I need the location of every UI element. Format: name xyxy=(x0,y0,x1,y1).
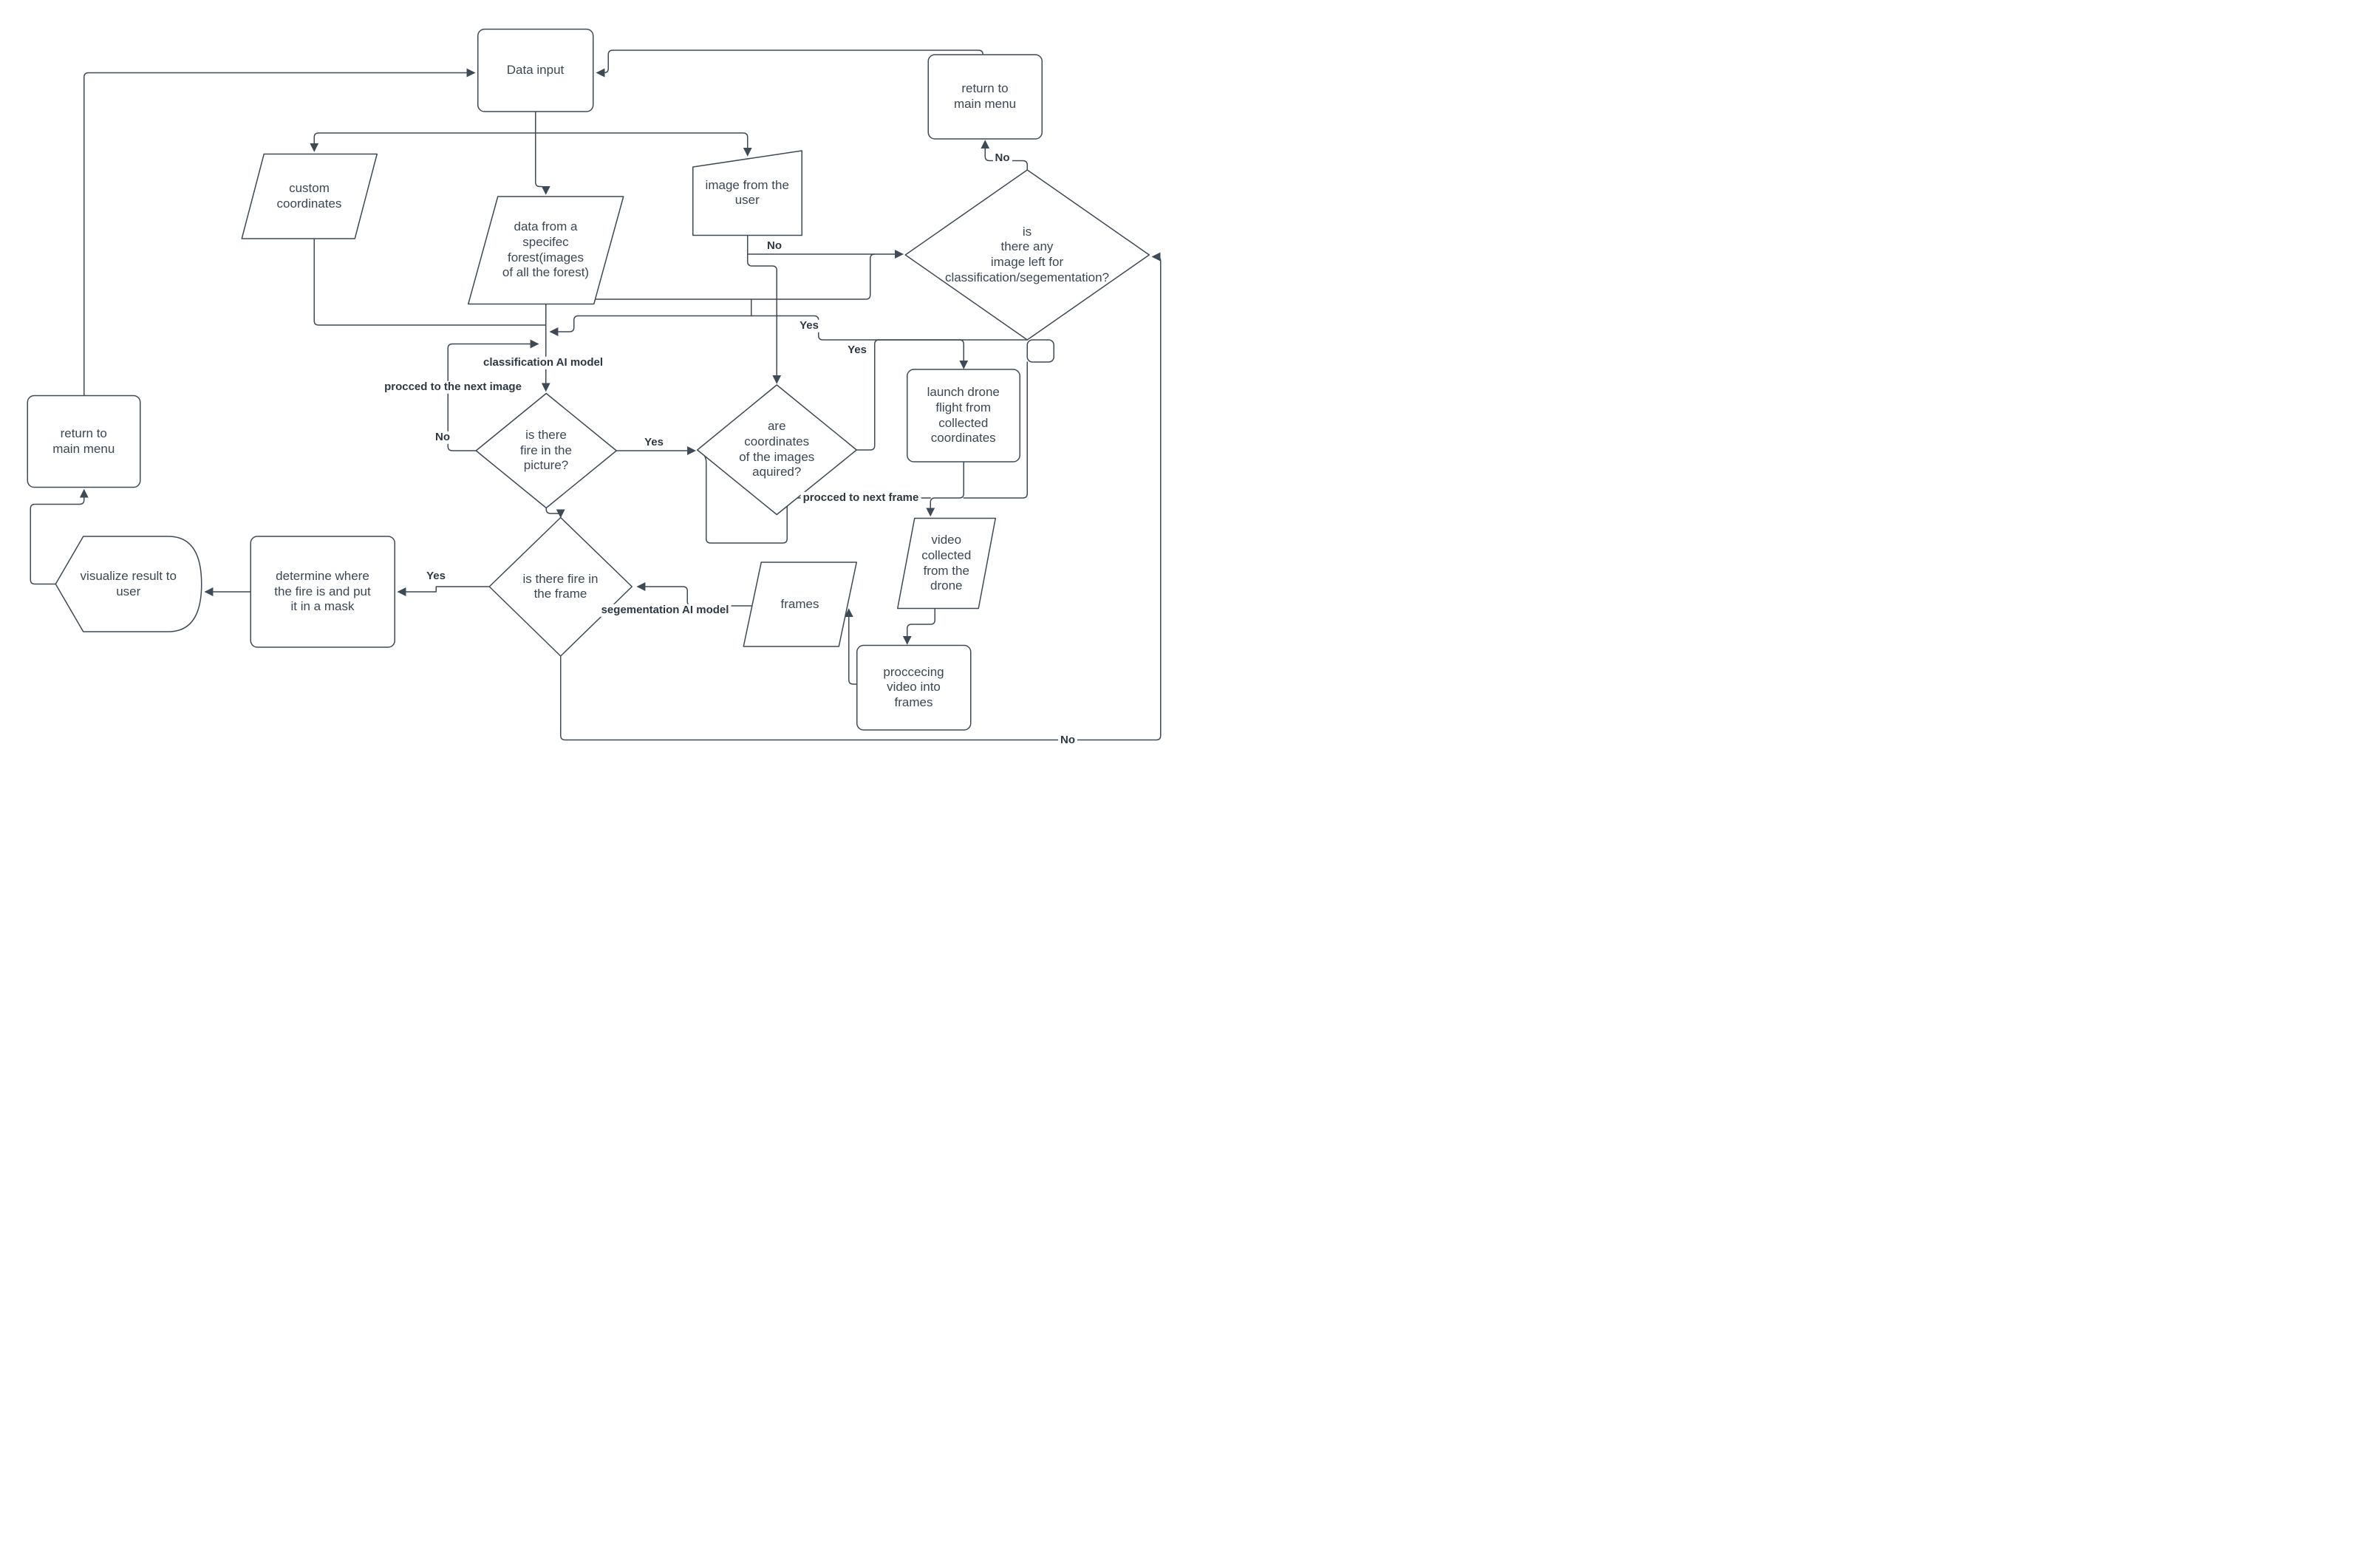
node-data-forest[interactable]: data from a specifec forest(images of al… xyxy=(502,219,590,280)
shape-custom-coordinates[interactable] xyxy=(241,153,378,239)
connector-are-yes-to-launch xyxy=(856,339,969,451)
edge-label-no-loop: No xyxy=(433,431,452,444)
node-custom-coordinates[interactable]: custom coordinates xyxy=(276,181,342,211)
connector-fire-frame-yes-to-determine xyxy=(397,586,490,596)
shape-are-coordinates-diamond[interactable] xyxy=(697,384,857,516)
node-proccecing-video[interactable]: proccecing video into frames xyxy=(883,664,944,710)
connector-return-top-to-data-input xyxy=(596,50,983,78)
connector-user-to-are-coordinates xyxy=(747,253,782,384)
shape-big-question-diamond[interactable] xyxy=(904,169,1150,341)
edge-label-no-left: No xyxy=(765,239,784,253)
node-are-coordinates[interactable]: are coordinates of the images aquired? xyxy=(739,419,815,479)
shape-determine-mask[interactable] xyxy=(250,536,395,648)
shape-image-user[interactable] xyxy=(692,150,802,236)
node-visualize-result[interactable]: visualize result to user xyxy=(80,568,177,598)
edge-label-yes-launch: Yes xyxy=(845,344,869,357)
node-launch-drone[interactable]: launch drone flight from collected coord… xyxy=(927,385,1000,446)
edge-label-yes-frame: Yes xyxy=(424,570,448,583)
shape-video-collected[interactable] xyxy=(897,517,996,610)
node-video-collected[interactable]: video collected from the drone xyxy=(921,533,972,593)
connector-to-image-user xyxy=(535,132,752,157)
shape-return-left[interactable] xyxy=(27,395,141,488)
edge-label-segmentation: segementation AI model xyxy=(599,604,732,617)
shape-fire-picture-diamond[interactable] xyxy=(475,392,617,509)
flowchart-canvas: Data input custom coordinates data from … xyxy=(0,0,1190,776)
node-frames[interactable]: frames xyxy=(780,596,819,611)
connector-custom-to-merge xyxy=(313,238,547,326)
shape-launch-drone[interactable] xyxy=(907,369,1020,463)
connector-to-data-forest xyxy=(535,132,550,195)
flowchart-svg xyxy=(27,28,1162,741)
shape-data-forest[interactable] xyxy=(468,196,624,305)
connector-to-custom-coordinates xyxy=(310,132,536,152)
edge-label-procced-image: procced to the next image xyxy=(382,380,524,394)
connector-video-to-proccecing xyxy=(902,607,935,645)
edge-label-classification: classification AI model xyxy=(481,356,605,369)
shape-data-input[interactable] xyxy=(477,28,594,112)
connector-fire-picture-no-loop xyxy=(447,339,539,451)
shape-proccecing-video[interactable] xyxy=(856,644,972,731)
node-fire-picture[interactable]: is there fire in the picture? xyxy=(520,427,572,473)
node-determine-mask[interactable]: determine where the fire is and put it i… xyxy=(274,568,371,614)
edge-label-no-bottom: No xyxy=(1058,734,1077,746)
edge-label-yes-classif: Yes xyxy=(797,319,821,332)
shape-return-top[interactable] xyxy=(927,54,1043,140)
node-big-question[interactable]: is there any image left for classificati… xyxy=(944,224,1110,284)
node-return-top[interactable]: return to main menu xyxy=(953,81,1017,111)
connector-fire-picture-to-fire-frame xyxy=(545,507,565,519)
connector-bigdiamond-detour xyxy=(1026,339,1054,363)
node-data-input[interactable]: Data input xyxy=(506,62,565,77)
connector-bigdiamond-yes-to-classification xyxy=(549,315,1028,341)
connector-return-left-to-data-input xyxy=(83,68,476,397)
edge-label-no-top: No xyxy=(992,151,1012,165)
edge-label-procced-frame: procced to next frame xyxy=(800,491,921,505)
edge-label-yes-picture: Yes xyxy=(642,436,666,449)
connector-fire-frame-no-to-big-diamond xyxy=(560,252,1162,741)
connector-forest-right-line xyxy=(477,253,876,300)
shape-visualize-display[interactable] xyxy=(55,536,202,632)
connector-proccecing-to-frames xyxy=(844,608,858,685)
connector-bigdiamond-down xyxy=(963,361,1028,499)
connector-visualize-to-return-left xyxy=(30,488,89,585)
node-return-left[interactable]: return to main menu xyxy=(52,426,115,456)
connector-launch-to-video xyxy=(926,461,964,517)
shape-frames[interactable] xyxy=(743,562,857,647)
node-fire-frame[interactable]: is there fire in the frame xyxy=(522,571,599,601)
shape-fire-frame-diamond[interactable] xyxy=(488,516,632,657)
node-image-user[interactable]: image from the user xyxy=(705,177,789,208)
